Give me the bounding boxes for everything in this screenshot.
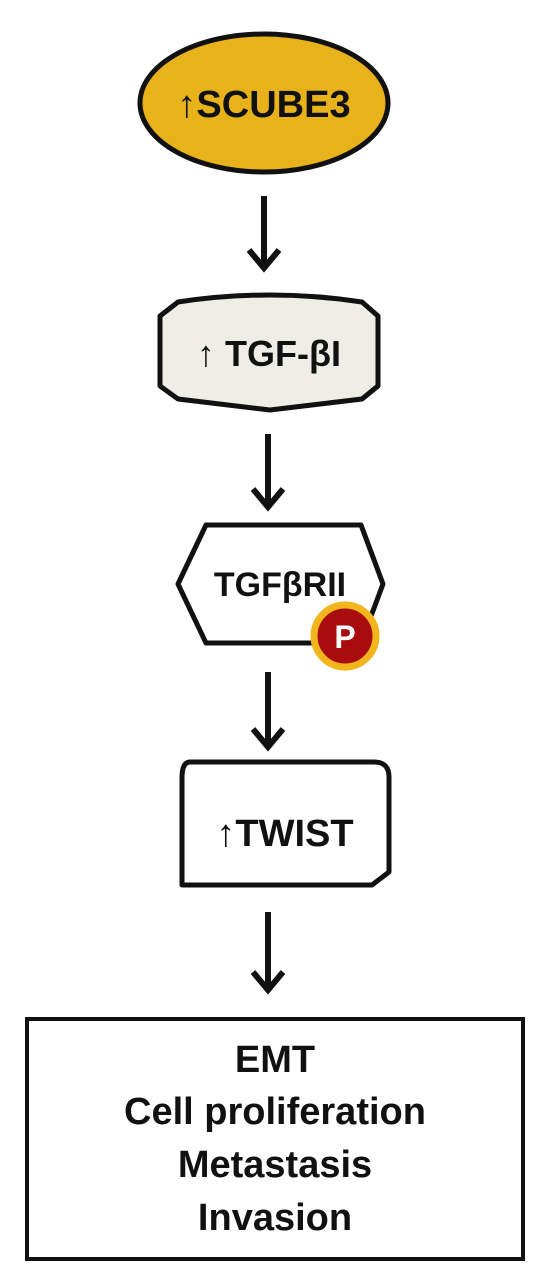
scube3-label: ↑SCUBE3 bbox=[177, 84, 350, 126]
arrow-scube3-to-tgfbi bbox=[246, 196, 282, 273]
arrow-tgfbrii-to-twist bbox=[250, 672, 286, 752]
outcome-emt: EMT bbox=[235, 1039, 315, 1081]
twist-node: ↑TWIST bbox=[179, 759, 392, 888]
tgfbi-label: ↑ TGF-βI bbox=[197, 333, 341, 374]
outcome-cell-proliferation: Cell proliferation bbox=[124, 1091, 426, 1133]
arrow-tgfbi-to-tgfbrii bbox=[250, 434, 286, 512]
outcomes-box bbox=[25, 1017, 525, 1261]
scube3-node: ↑SCUBE3 bbox=[137, 31, 391, 175]
tgfbi-node: ↑ TGF-βI bbox=[157, 292, 381, 413]
phospho-label: P bbox=[334, 619, 355, 655]
arrow-twist-to-outcomes bbox=[250, 912, 286, 995]
scube3-ellipse bbox=[137, 31, 391, 175]
tgfbrii-label: TGFβRII bbox=[214, 566, 346, 604]
phosphorylation-badge: P bbox=[310, 601, 380, 671]
tgfbi-shape bbox=[157, 292, 381, 413]
twist-shape bbox=[179, 759, 392, 888]
phospho-circle bbox=[310, 601, 380, 671]
outcomes-node: EMT Cell proliferation Metastasis Invasi… bbox=[25, 1017, 525, 1261]
outcome-invasion: Invasion bbox=[198, 1197, 352, 1239]
outcome-metastasis: Metastasis bbox=[178, 1144, 372, 1186]
twist-label: ↑TWIST bbox=[216, 813, 353, 855]
